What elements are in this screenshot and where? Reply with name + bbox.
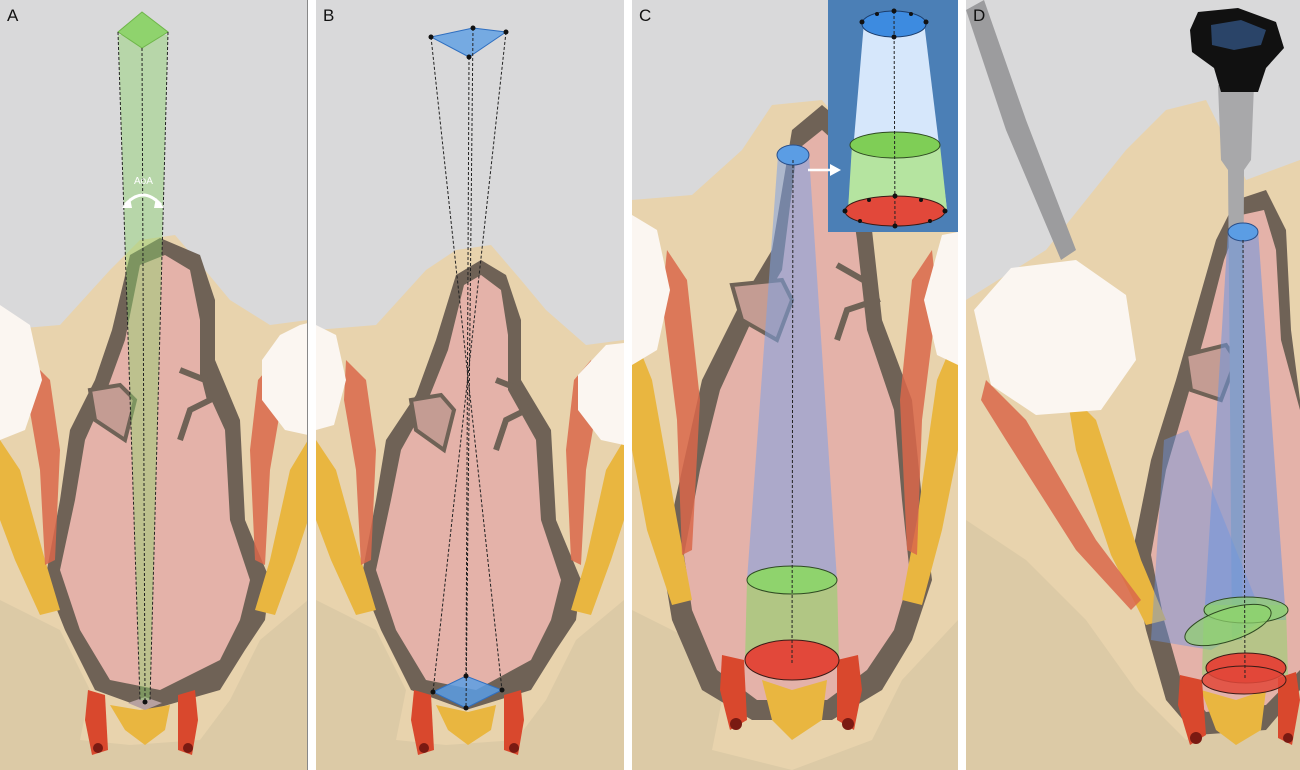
inset-view: [828, 0, 958, 232]
inset-axis: [893, 10, 896, 227]
sinus-right: [177, 367, 214, 441]
nasal-tissue: [376, 275, 561, 690]
panel-b: B: [316, 0, 624, 770]
bottom-yellow: [762, 680, 827, 740]
eye-right: [262, 323, 308, 435]
nasal-tissue: [60, 255, 250, 690]
green-entry-diamond: [117, 11, 169, 49]
panel-label-c: C: [639, 6, 652, 25]
blue-corridor: [747, 155, 837, 580]
green-ellipse-2: [1184, 603, 1272, 647]
carotid-left-lumen: [1190, 732, 1202, 744]
bottom-yellow: [110, 705, 170, 745]
corridor-line-center: [141, 47, 146, 701]
bone-lower: [632, 610, 958, 770]
carotid-right-lumen: [183, 743, 193, 753]
inset-green-band: [848, 145, 947, 210]
target-point: [142, 699, 148, 705]
orbit-wall-left: [632, 330, 692, 605]
crossing-line-2: [432, 31, 507, 693]
carotid-left: [85, 690, 108, 755]
panel-a: AoA A: [0, 0, 308, 770]
inset-green-ellipse: [849, 131, 941, 159]
corridor-axis: [791, 159, 794, 666]
vertex-points: [428, 25, 509, 711]
sinus-left: [87, 382, 138, 444]
carotid-left: [720, 655, 747, 730]
endoscope-lens: [1211, 20, 1266, 50]
eye-right: [578, 343, 624, 445]
carotid-left-lumen: [730, 718, 742, 730]
sinus-right: [493, 377, 530, 451]
carotid-right: [504, 690, 524, 755]
panel-c: C: [632, 0, 958, 770]
carotid-right: [1278, 672, 1300, 745]
panel-d: D: [966, 0, 1300, 770]
bone-lower: [316, 600, 624, 770]
panel-a-illustration: AoA: [0, 0, 308, 770]
blue-corridor-angled: [1151, 430, 1264, 650]
eye-left: [632, 215, 670, 365]
panel-border: [307, 0, 308, 770]
panel-label-d: D: [973, 6, 986, 25]
sinus-right: [834, 262, 881, 341]
suction-instrument: [966, 0, 1076, 260]
muscle-left: [28, 360, 60, 565]
blue-entry-ellipse: [776, 144, 810, 166]
panel-label-a: A: [7, 6, 19, 25]
orbit-wall-left: [316, 440, 376, 615]
carotid-left-lumen: [93, 743, 103, 753]
eye-left: [974, 260, 1136, 415]
carotid-left: [1178, 675, 1206, 745]
bottom-yellow: [1201, 690, 1266, 745]
crossing-line-1: [430, 36, 503, 691]
panel-label-b: B: [323, 6, 335, 25]
aoa-label: AoA: [134, 176, 153, 187]
carotid-right-lumen: [842, 718, 854, 730]
carotid-left-lumen: [419, 743, 429, 753]
panel-c-illustration: [632, 0, 958, 770]
bone-lower: [0, 600, 308, 770]
sinus-left: [408, 392, 457, 454]
bone-lower: [966, 520, 1300, 770]
carotid-right: [837, 655, 862, 730]
corridor-axis: [1242, 239, 1246, 681]
inset-vertex-points: [842, 8, 948, 229]
aoa-arrow-right: [154, 198, 164, 208]
aoa-arrow-left: [122, 198, 132, 208]
panel-d-illustration: [966, 0, 1300, 770]
bottom-yellow: [436, 705, 496, 745]
crossing-line-3: [465, 27, 474, 709]
orbit-wall-right: [255, 440, 308, 615]
eye-left: [316, 325, 346, 430]
carotid-right-lumen: [1283, 733, 1293, 743]
carotid-left: [411, 690, 434, 755]
orbit-wall-left: [1066, 390, 1166, 625]
corridor-line-left: [117, 31, 141, 701]
eye-right: [924, 232, 958, 365]
carotid-right: [178, 690, 198, 755]
arrow-icon: [808, 164, 841, 176]
muscle-left: [662, 250, 700, 555]
muscle-left: [981, 380, 1141, 610]
orbit-wall-left: [0, 440, 60, 615]
corridor-line-right: [149, 31, 169, 701]
blue-corridor-straight: [1204, 230, 1286, 620]
muscle-right: [900, 250, 937, 555]
blue-entry-ellipse: [1227, 222, 1259, 242]
red-target-ellipse-2: [1201, 665, 1287, 695]
carotid-right-lumen: [509, 743, 519, 753]
crossing-line-4: [465, 56, 470, 677]
panel-b-illustration: [316, 0, 624, 770]
muscle-left: [344, 360, 376, 565]
eye-left: [0, 305, 42, 440]
orbit-wall-right: [571, 440, 624, 615]
